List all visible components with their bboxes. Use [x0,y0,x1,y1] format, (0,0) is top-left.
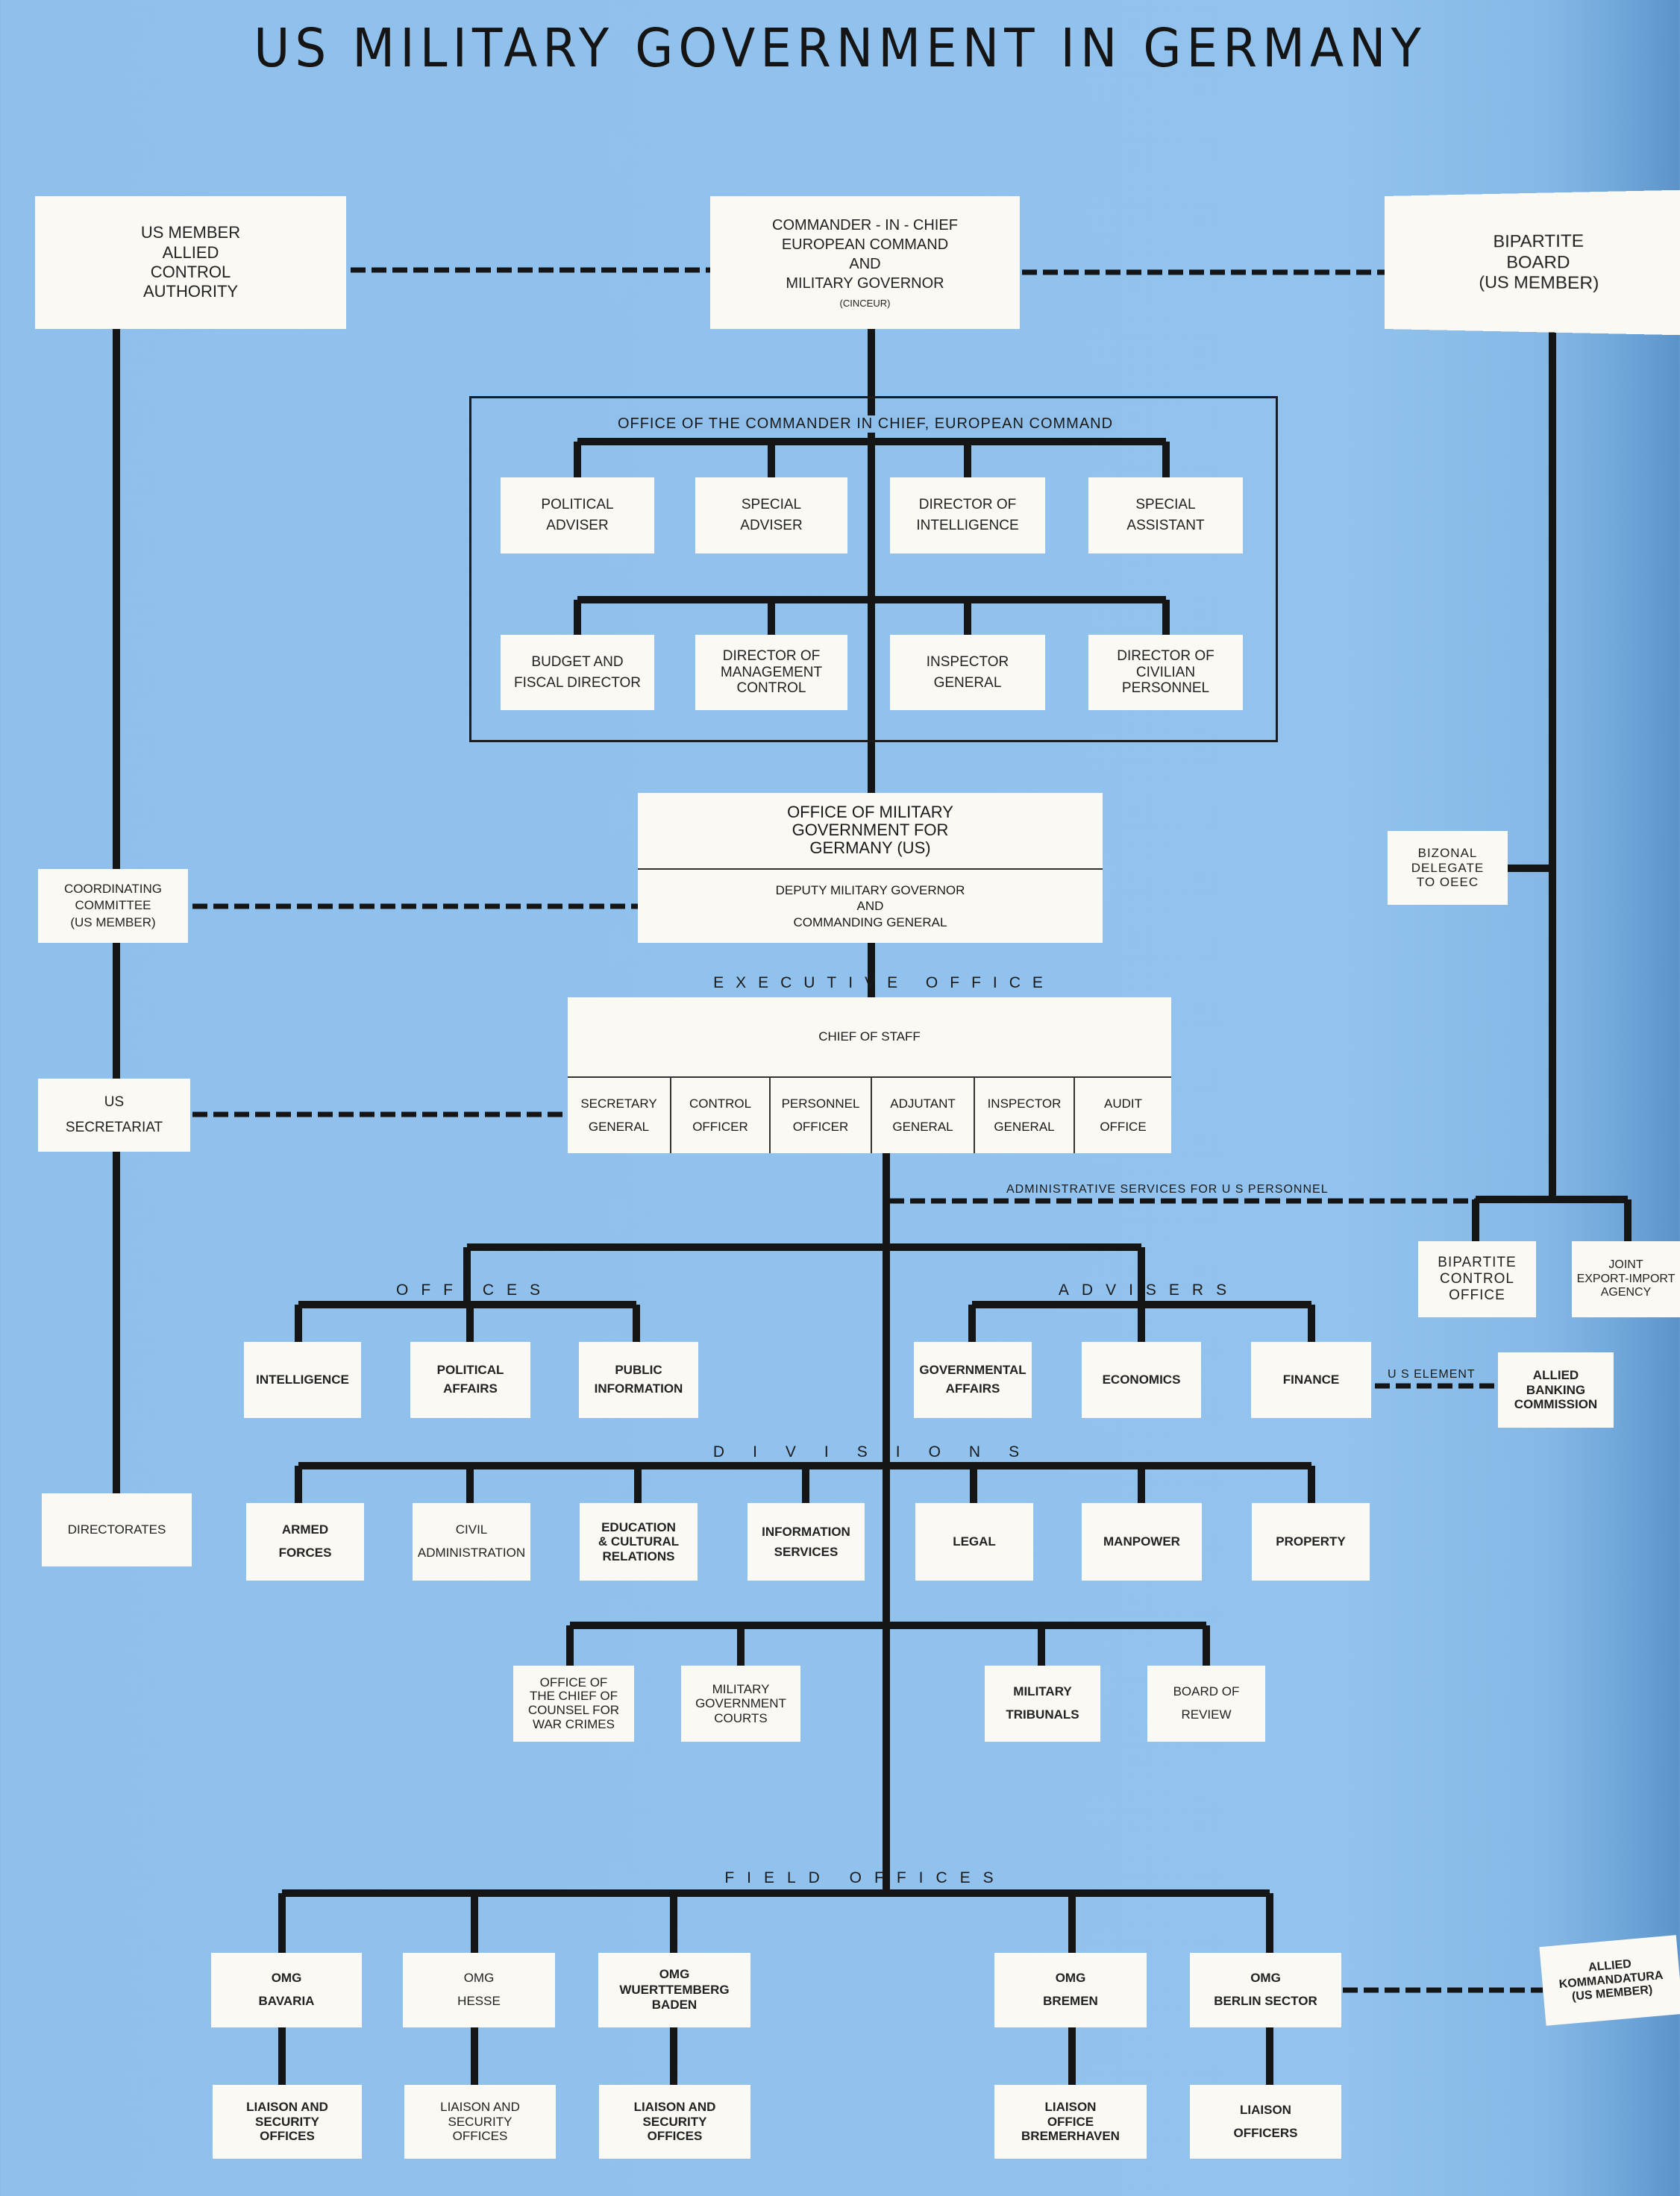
executive-office-box: CHIEF OF STAFF SECRETARY GENERAL CONTROL… [568,997,1171,1153]
exec-cell: AUDIT OFFICE [1073,1078,1171,1153]
advisers-label: ADVISERS [1059,1281,1239,1299]
executive-office-label: EXECUTIVE OFFICE [713,974,1055,992]
commander-in-chief-box: COMMANDER - IN - CHIEF EUROPEAN COMMAND … [710,196,1020,329]
liaison-box: LIAISON AND SECURITY OFFICES [599,2085,750,2159]
liaison-box: LIAISON OFFICERS [1190,2085,1341,2159]
court-box: OFFICE OF THE CHIEF OF COUNSEL FOR WAR C… [513,1666,634,1742]
office-box: POLITICAL AFFAIRS [410,1342,530,1418]
court-box: MILITARY GOVERNMENT COURTS [681,1666,800,1742]
bipartite-control-office: BIPARTITE CONTROL OFFICE [1418,1241,1536,1317]
office-row2-box: DIRECTOR OF MANAGEMENT CONTROL [695,635,847,710]
omgus-subtitle: DEPUTY MILITARY GOVERNOR AND COMMANDING … [638,870,1103,943]
office-row1-box: POLITICAL ADVISER [501,477,654,553]
us-member-allied-control-authority: US MEMBER ALLIED CONTROL AUTHORITY [35,196,346,329]
us-secretariat: US SECRETARIAT [38,1079,190,1152]
omgus-box: OFFICE OF MILITARY GOVERNMENT FOR GERMAN… [638,793,1103,943]
liaison-box: LIAISON AND SECURITY OFFICES [404,2085,556,2159]
cinc-abbrev: (CINCEUR) [840,298,891,310]
field-offices-label: FIELD OFFICES [724,1869,1006,1887]
division-box: INFORMATION SERVICES [747,1503,865,1581]
cinc-title: COMMANDER - IN - CHIEF EUROPEAN COMMAND … [772,216,958,293]
exec-cell: ADJUTANT GENERAL [871,1078,974,1153]
office-row2-box: DIRECTOR OF CIVILIAN PERSONNEL [1088,635,1243,710]
page-title: US MILITARY GOVERNMENT IN GERMANY [0,17,1680,79]
division-box: LEGAL [915,1503,1033,1581]
bizonal-delegate: BIZONAL DELEGATE TO OEEC [1388,831,1508,905]
liaison-box: LIAISON OFFICE BREMERHAVEN [994,2085,1147,2159]
omg-box: OMG BREMEN [994,1953,1147,2027]
chief-of-staff: CHIEF OF STAFF [568,997,1171,1076]
offices-label: OFFICES [396,1281,553,1299]
office-box: INTELLIGENCE [244,1342,361,1418]
office-row1-box: SPECIAL ASSISTANT [1088,477,1243,553]
directorates: DIRECTORATES [42,1493,192,1566]
office-box: PUBLIC INFORMATION [579,1342,698,1418]
office-row1-box: SPECIAL ADVISER [695,477,847,553]
division-box: CIVIL ADMINISTRATION [413,1503,530,1581]
exec-cell: PERSONNEL OFFICER [769,1078,871,1153]
omg-box: OMG WUERTTEMBERG BADEN [598,1953,750,2027]
exec-cell: SECRETARY GENERAL [568,1078,670,1153]
omg-box: OMG BERLIN SECTOR [1190,1953,1341,2027]
division-box: ARMED FORCES [246,1503,364,1581]
coordinating-committee: COORDINATING COMMITTEE (US MEMBER) [38,869,188,943]
omgus-title: OFFICE OF MILITARY GOVERNMENT FOR GERMAN… [638,793,1103,868]
us-element-label: U S ELEMENT [1388,1368,1476,1381]
exec-cell: INSPECTOR GENERAL [974,1078,1073,1153]
adviser-box: GOVERNMENTAL AFFAIRS [914,1342,1032,1418]
liaison-box: LIAISON AND SECURITY OFFICES [213,2085,362,2159]
office-of-cinc-label: OFFICE OF THE COMMANDER IN CHIEF, EUROPE… [615,415,1116,433]
divisions-label: DIVISIONS [713,1443,1047,1461]
division-box: MANPOWER [1082,1503,1202,1581]
allied-kommandatura: ALLIED KOMMANDATURA (US MEMBER) [1539,1935,1680,2026]
court-box: BOARD OF REVIEW [1147,1666,1265,1742]
bipartite-board: BIPARTITE BOARD (US MEMBER) [1385,189,1680,336]
adviser-box: FINANCE [1251,1342,1371,1418]
division-box: PROPERTY [1252,1503,1370,1581]
joint-export-import-agency: JOINT EXPORT-IMPORT AGENCY [1572,1241,1680,1317]
admin-services-label: ADMINISTRATIVE SERVICES FOR U S PERSONNE… [1006,1183,1329,1196]
omg-box: OMG BAVARIA [211,1953,362,2027]
court-box: MILITARY TRIBUNALS [985,1666,1100,1742]
division-box: EDUCATION & CULTURAL RELATIONS [580,1503,698,1581]
office-row2-box: BUDGET AND FISCAL DIRECTOR [501,635,654,710]
office-row1-box: DIRECTOR OF INTELLIGENCE [890,477,1045,553]
omg-box: OMG HESSE [403,1953,555,2027]
exec-cell: CONTROL OFFICER [670,1078,769,1153]
allied-banking-commission: ALLIED BANKING COMMISSION [1498,1352,1614,1428]
adviser-box: ECONOMICS [1082,1342,1201,1418]
office-row2-box: INSPECTOR GENERAL [890,635,1045,710]
